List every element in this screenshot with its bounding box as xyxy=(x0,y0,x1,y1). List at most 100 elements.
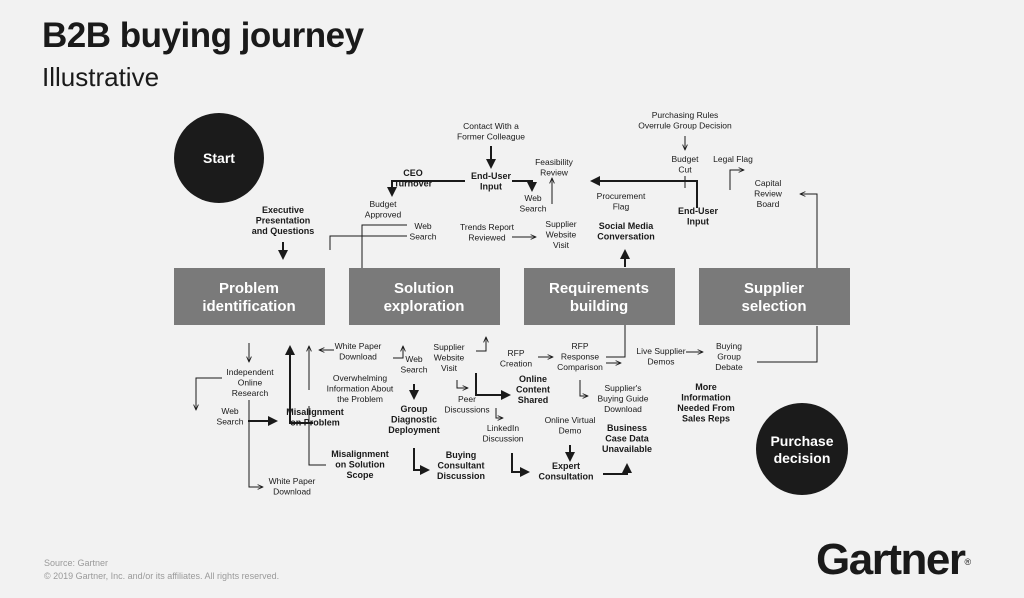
stage-label: Requirements xyxy=(549,280,649,297)
label-line: Creation xyxy=(500,359,532,369)
label-line: Supplier xyxy=(433,342,464,352)
label-line: Buying Guide xyxy=(597,394,648,404)
label-line: Board xyxy=(757,199,780,209)
label-line: Social Media xyxy=(599,221,655,231)
label-line: RFP xyxy=(508,348,525,358)
stage-label: identification xyxy=(202,298,295,315)
label-line: Executive xyxy=(262,205,304,215)
start-node: Start xyxy=(174,113,264,203)
purchase-decision-node: Purchase decision xyxy=(756,403,848,495)
label-line: Budget xyxy=(672,154,700,164)
gartner-logo: Gartner® xyxy=(816,535,971,585)
stage-problem-identification: Problem identification xyxy=(174,268,325,325)
end-label: Purchase xyxy=(770,433,833,449)
label-line: Group xyxy=(717,352,741,362)
copyright-text: © 2019 Gartner, Inc. and/or its affiliat… xyxy=(44,571,280,581)
label-line: Expert xyxy=(552,461,580,471)
label-line: Shared xyxy=(518,395,549,405)
connector xyxy=(495,408,503,418)
label-line: the Problem xyxy=(337,394,383,404)
label-line: Search xyxy=(401,365,428,375)
label-line: Diagnostic xyxy=(391,415,437,425)
label-line: Review xyxy=(540,168,569,178)
label-line: Website xyxy=(434,353,465,363)
label-line: Input xyxy=(687,217,709,227)
stage-label: Supplier xyxy=(744,280,804,297)
label-line: Download xyxy=(339,352,377,362)
label-line: Buying xyxy=(716,341,742,351)
stage-solution-exploration: Solution exploration xyxy=(349,268,500,325)
connector xyxy=(757,326,818,363)
stage-label: selection xyxy=(741,298,806,315)
connector xyxy=(393,346,403,359)
logo-registered-mark: ® xyxy=(964,557,972,567)
label-line: End-User xyxy=(678,206,719,216)
label-line: Content xyxy=(516,385,550,395)
label-line: Independent xyxy=(226,367,274,377)
label-line: Discussions xyxy=(444,405,489,415)
connector xyxy=(361,224,407,268)
stage-requirements-building: Requirements building xyxy=(524,268,675,325)
connector xyxy=(456,380,468,388)
label-line: End-User xyxy=(471,171,512,181)
label-line: Presentation xyxy=(256,216,311,226)
label-line: Turnover xyxy=(394,179,433,189)
footnote: Source: Gartner © 2019 Gartner, Inc. and… xyxy=(44,557,279,583)
label-line: Capital xyxy=(755,178,782,188)
label-line: Online xyxy=(519,374,547,384)
label-line: Download xyxy=(273,487,311,497)
connector xyxy=(603,463,632,475)
label-line: Demo xyxy=(559,426,582,436)
label-line: on Solution xyxy=(335,460,385,470)
connector xyxy=(329,235,407,250)
stage-label: building xyxy=(570,298,628,315)
label-line: Online Virtual xyxy=(545,415,596,425)
label-line: Research xyxy=(232,388,269,398)
label-line: Contact With a xyxy=(463,121,519,131)
page-subtitle: Illustrative xyxy=(42,62,160,92)
label-line: Unavailable xyxy=(602,444,652,454)
label-line: Flag xyxy=(613,202,630,212)
label-line: Sales Reps xyxy=(682,414,730,424)
label-line: Misalignment xyxy=(331,449,389,459)
connectors xyxy=(196,136,818,487)
label-line: Supplier's xyxy=(604,383,641,393)
label-line: Former Colleague xyxy=(457,132,525,142)
label-line: Visit xyxy=(441,363,458,373)
label-line: Budget xyxy=(370,199,398,209)
connector xyxy=(800,194,818,268)
label-line: Live Supplier xyxy=(636,346,685,356)
label-line: Group xyxy=(401,404,428,414)
label-line: Online xyxy=(238,378,263,388)
label-line: Search xyxy=(410,232,437,242)
label-line: Review xyxy=(754,189,783,199)
label-line: Trends Report xyxy=(460,222,515,232)
label-line: and Questions xyxy=(252,226,315,236)
label-line: Overrule Group Decision xyxy=(638,121,732,131)
label-legal-flag: Legal Flag xyxy=(713,154,753,164)
label-line: Consultant xyxy=(438,461,485,471)
label-line: Consultation xyxy=(539,472,594,482)
